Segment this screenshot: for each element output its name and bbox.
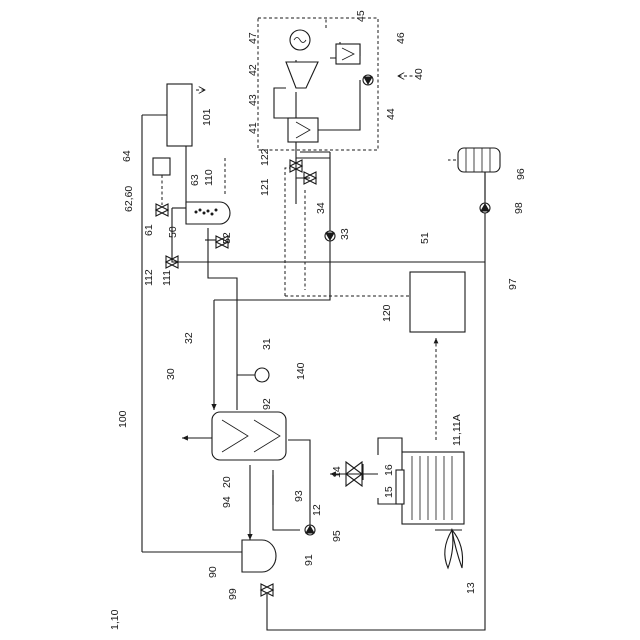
label-63: 63 [189,174,201,186]
label-98: 98 [513,202,525,214]
component-64 [153,158,170,175]
control-lines [162,18,478,440]
label-92: 92 [261,398,273,410]
label-33: 33 [339,228,351,240]
label-32: 32 [183,332,195,344]
label-13: 13 [465,582,477,594]
propeller-13 [445,530,463,568]
pump-98 [480,203,490,213]
label-40: 40 [413,68,425,80]
label-62-60: 62,60 [123,186,135,212]
label-100: 100 [117,410,129,428]
label-97: 97 [507,278,519,290]
label-111: 111 [161,270,173,286]
figure-label: 1,10 [109,609,121,630]
label-15: 15 [383,486,395,498]
label-20: 20 [221,476,233,488]
label-41: 41 [247,122,259,134]
label-96: 96 [515,168,527,180]
generator-47 [290,30,310,50]
label-43: 43 [247,94,259,106]
label-11-11A: 11,11A [451,414,463,446]
label-44: 44 [385,108,397,120]
label-16: 16 [383,464,395,476]
component-101 [167,84,192,146]
label-46: 46 [395,32,407,44]
label-122: 122 [259,148,271,166]
label-47: 47 [247,32,259,44]
label-91: 91 [303,554,315,566]
label-112: 112 [143,269,155,286]
label-30: 30 [165,368,177,380]
heat-exchanger-20 [212,412,286,460]
label-99: 99 [227,588,239,600]
engine-96 [458,148,500,172]
pump-95 [305,525,315,535]
condenser-45 [336,44,360,64]
label-110: 110 [203,169,215,186]
tank-50 [186,202,230,224]
pump-46 [363,75,373,85]
controller-120 [410,272,465,332]
label-50: 50 [167,226,179,238]
tank-90 [242,540,276,572]
pump-33 [325,231,335,241]
label-64: 64 [121,150,133,162]
label-93: 93 [293,490,305,502]
label-34: 34 [315,202,327,214]
label-61: 61 [143,224,155,236]
label-120: 120 [381,304,393,322]
label-121: 121 [259,178,271,196]
heat-exchanger-41 [288,118,318,142]
label-42: 42 [247,64,259,76]
label-12: 12 [311,504,323,516]
label-95: 95 [331,530,343,542]
label-52: 52 [221,232,233,244]
label-101: 101 [201,108,213,126]
label-90: 90 [207,566,219,578]
label-14: 14 [331,466,343,478]
engine-11 [396,452,464,524]
valve-61 [156,204,168,216]
label-51: 51 [419,232,431,244]
sensor-140 [255,368,269,382]
label-140: 140 [295,362,307,380]
turbine-42 [286,62,318,88]
label-31: 31 [261,338,273,350]
label-94: 94 [221,496,233,508]
label-45: 45 [355,10,367,22]
